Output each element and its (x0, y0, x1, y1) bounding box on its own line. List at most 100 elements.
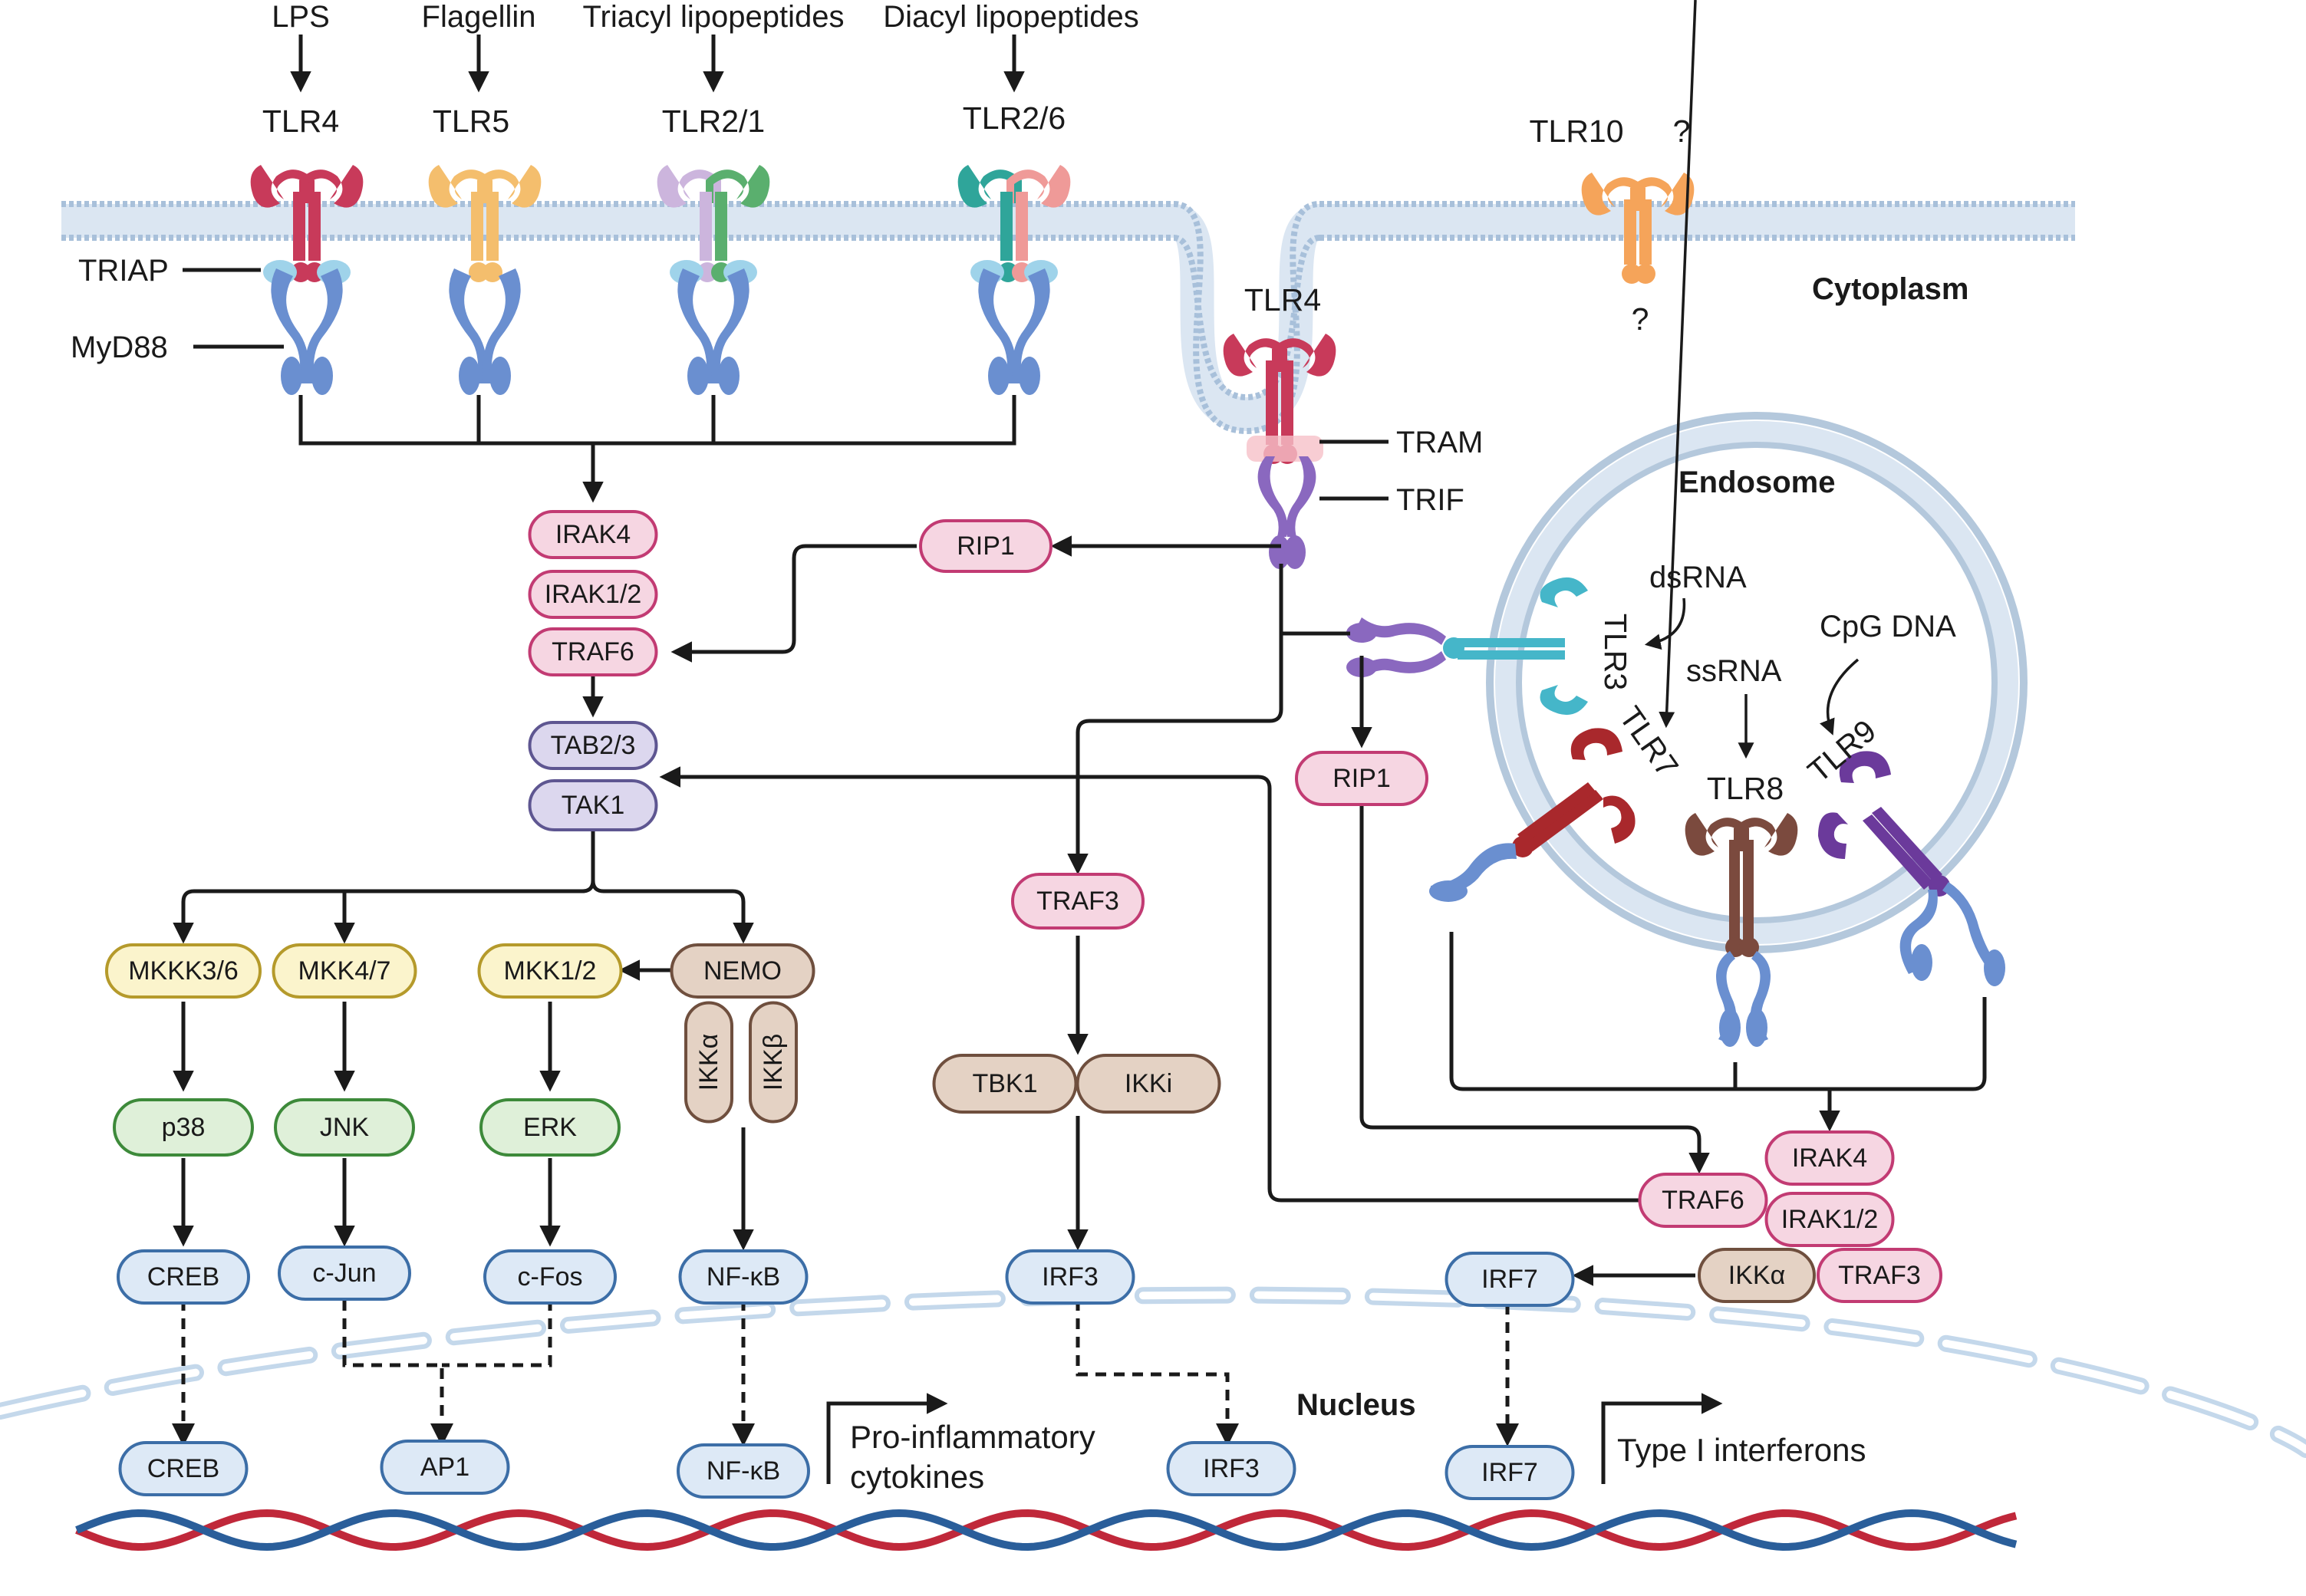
node-ikka-pill (684, 1001, 733, 1124)
ligand-diacyl-lipopeptides: Diacyl lipopeptides (883, 0, 1139, 34)
node-irak4: IRAK4 (528, 510, 658, 559)
node-cfos-label: c-Fos (518, 1262, 583, 1292)
node-irak12-right-label: IRAK1/2 (1781, 1205, 1879, 1234)
node-irak12: IRAK1/2 (528, 570, 658, 619)
label-tlr5: TLR5 (433, 104, 509, 139)
label-proinflammatory-line2: cytokines (850, 1459, 984, 1495)
myd88-adaptors (263, 260, 2005, 1047)
node-ikka-right: IKKα (1698, 1248, 1816, 1303)
node-nuc-irf7: IRF7 (1445, 1445, 1575, 1500)
node-traf3-label: TRAF3 (1036, 887, 1119, 916)
node-nuc-irf3-pill (1166, 1441, 1296, 1496)
node-nfkb-label: NF-κB (707, 1262, 780, 1292)
label-myd88: MyD88 (71, 331, 168, 364)
node-nuc-irf7-pill (1445, 1445, 1575, 1500)
label-endosome: Endosome (1678, 466, 1835, 499)
node-traf3: TRAF3 (1011, 873, 1145, 930)
node-ikki: IKKi (1076, 1054, 1221, 1114)
tlr5-receptor (428, 165, 542, 282)
tlr4-receptor (250, 165, 364, 282)
label-type-i-interferons: Type I interferons (1617, 1432, 1866, 1468)
node-tbk1-label: TBK1 (972, 1069, 1037, 1098)
node-traf6: TRAF6 (528, 627, 658, 676)
label-trif: TRIF (1396, 483, 1464, 517)
node-nemo-pill (670, 943, 815, 999)
node-ikki-pill (1076, 1054, 1221, 1114)
label-tlr2-1: TLR2/1 (662, 104, 765, 139)
node-mkkk36-label: MKKK3/6 (128, 956, 239, 986)
node-traf6-right-pill (1638, 1173, 1768, 1228)
connectors (173, 35, 1987, 1286)
output-labels: Pro-inflammatory cytokines Type I interf… (850, 1419, 1866, 1495)
label-tlr4-endocytosed: TLR4 (1244, 282, 1321, 318)
label-tlr10-unknown-bottom: ? (1632, 301, 1649, 337)
node-irf3: IRF3 (1005, 1249, 1135, 1305)
node-traf6-right-label: TRAF6 (1662, 1186, 1744, 1215)
dna-helix (75, 1509, 2018, 1552)
node-ikka: IKKα (684, 1001, 733, 1124)
node-irak4-right-pill (1764, 1130, 1895, 1186)
tlr7-receptor (1512, 728, 1636, 857)
endosome (1486, 412, 2028, 953)
node-ikka-right-pill (1698, 1248, 1816, 1303)
node-irak12-right: IRAK1/2 (1764, 1192, 1895, 1247)
label-cpg-dna: CpG DNA (1820, 610, 1956, 643)
node-irf7-pill (1445, 1252, 1575, 1307)
node-mkk12: MKK1/2 (477, 943, 623, 999)
receptor-labels: TLR4 TLR5 TLR2/1 TLR2/6 TLR10 ? ? TLR4 T… (262, 100, 1883, 806)
adaptor-labels: TRIAP MyD88 TRAM TRIF (71, 254, 1483, 517)
node-nfkb-pill (678, 1249, 809, 1305)
node-traf3-right-pill (1817, 1248, 1942, 1303)
node-mkkk36-pill (105, 943, 262, 999)
node-erk-label: ERK (523, 1113, 577, 1142)
node-erk: ERK (479, 1098, 621, 1157)
plasma-membrane (61, 201, 2075, 435)
ligand-labels: LPS Flagellin Triacyl lipopeptides Diacy… (272, 0, 1139, 34)
label-tlr3: TLR3 (1598, 614, 1633, 690)
node-rip1-top-pill (919, 519, 1053, 573)
label-tlr2-6: TLR2/6 (963, 100, 1066, 136)
node-jnk-pill (274, 1098, 415, 1157)
node-mkk47-pill (272, 943, 417, 999)
node-nuc-irf3: IRF3 (1166, 1441, 1296, 1496)
node-rip1-top-label: RIP1 (957, 531, 1015, 561)
node-traf6-pill (528, 627, 658, 676)
node-tab23-label: TAB2/3 (551, 731, 636, 760)
tlr3-receptor (1443, 577, 1588, 716)
node-tab23-pill (528, 721, 658, 770)
node-mkkk36: MKKK3/6 (105, 943, 262, 999)
node-creb-pill (117, 1249, 250, 1305)
label-nucleus: Nucleus (1296, 1388, 1416, 1422)
node-irf7: IRF7 (1445, 1252, 1575, 1307)
node-cfos-pill (483, 1249, 617, 1305)
label-tlr7: TLR7 (1613, 700, 1685, 784)
node-erk-pill (479, 1098, 621, 1157)
label-cytoplasm: Cytoplasm (1812, 272, 1969, 306)
ligand-lps: LPS (272, 0, 330, 34)
node-irak4-label: IRAK4 (555, 520, 631, 549)
node-mkk47: MKK4/7 (272, 943, 417, 999)
node-ikkb-pill (749, 1001, 798, 1124)
label-tlr10-unknown-top: ? (1673, 114, 1691, 149)
node-cjun-label: c-Jun (312, 1259, 376, 1288)
node-irak4-pill (528, 510, 658, 559)
label-dsrna: dsRNA (1649, 561, 1747, 594)
node-traf6-right: TRAF6 (1638, 1173, 1768, 1228)
node-nfkb: NF-κB (678, 1249, 809, 1305)
node-nuc-creb-pill (118, 1441, 249, 1496)
node-nuc-nfkb: NF-κB (677, 1443, 810, 1499)
node-irak12-right-pill (1764, 1192, 1895, 1247)
node-nuc-nfkb-label: NF-κB (707, 1456, 780, 1486)
output-arrows (826, 1393, 1723, 1484)
node-rip1-right-pill (1295, 751, 1428, 806)
node-irak4-right: IRAK4 (1764, 1130, 1895, 1186)
tlr10-receptor (1581, 173, 1695, 284)
node-mkk12-pill (477, 943, 623, 999)
node-creb: CREB (117, 1249, 250, 1305)
tlr2-1-receptor (657, 165, 770, 282)
node-creb-label: CREB (147, 1262, 219, 1292)
tlr8-receptor (1685, 813, 1798, 957)
node-ikki-label: IKKi (1125, 1069, 1172, 1098)
node-irak12-label: IRAK1/2 (545, 580, 642, 609)
